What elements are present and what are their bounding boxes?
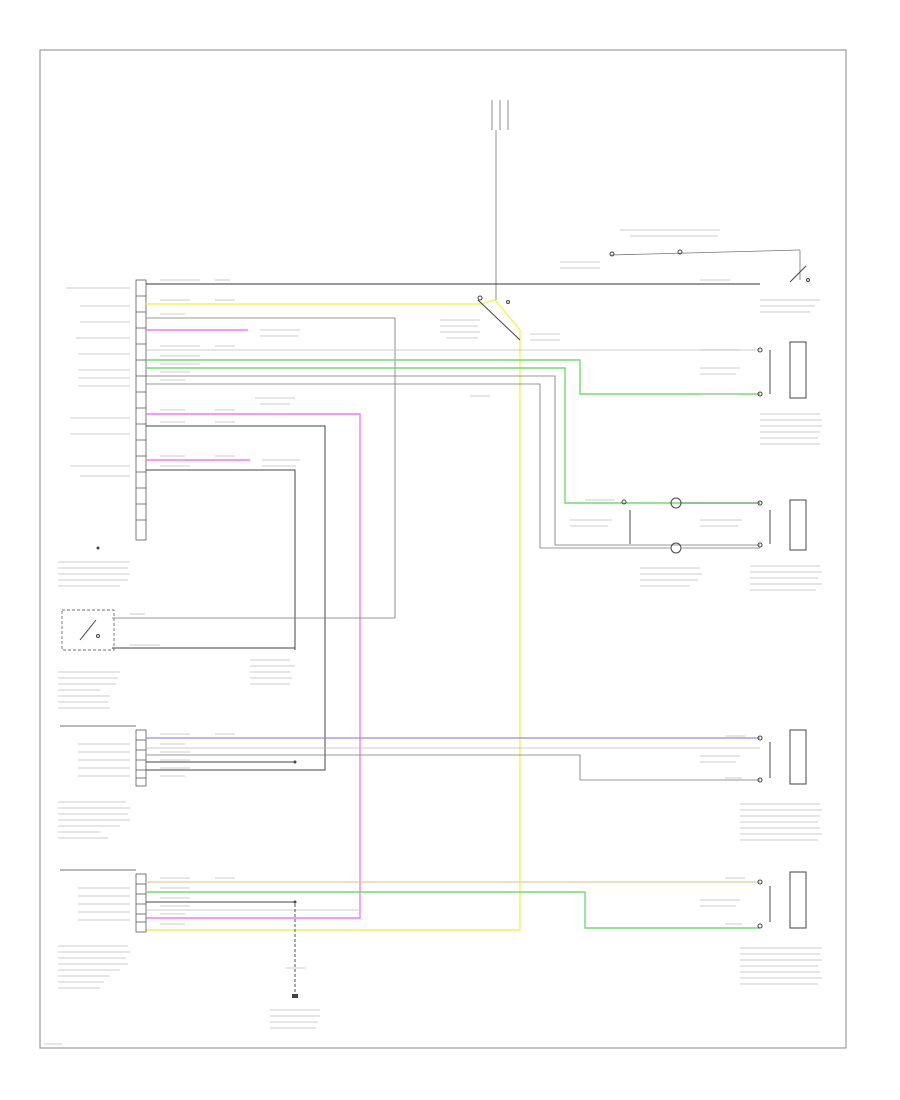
rf-gray-wire-2 bbox=[146, 754, 760, 781]
black-wire-2 bbox=[146, 425, 326, 771]
green-wire-1 bbox=[146, 359, 760, 395]
pink-wire-2 bbox=[146, 413, 361, 919]
door-lock-switch bbox=[58, 540, 396, 709]
lf-module-connector bbox=[60, 869, 147, 933]
green-wire-2 bbox=[146, 367, 760, 504]
right-front-actuator bbox=[700, 341, 822, 445]
rf-module-title bbox=[58, 801, 130, 839]
ground bbox=[270, 904, 320, 1029]
diagram-frame bbox=[39, 49, 847, 1049]
rf-actuator bbox=[700, 729, 822, 841]
gray-wire-2 bbox=[146, 375, 760, 546]
green-wire-lf bbox=[146, 891, 760, 929]
black-wire-3 bbox=[146, 469, 296, 650]
lf-module-title bbox=[58, 945, 130, 989]
left-pin-labels bbox=[66, 287, 130, 477]
left-module-title bbox=[58, 546, 130, 587]
right-rear-actuator bbox=[570, 497, 822, 591]
fuse-block-top bbox=[491, 100, 509, 130]
door-jamb-switch bbox=[609, 229, 810, 283]
gray-wire-3 bbox=[146, 383, 620, 549]
lf-actuator bbox=[700, 871, 822, 985]
main-connector bbox=[135, 279, 147, 541]
yellow-wire-top bbox=[146, 299, 521, 931]
rear-sensing-switch bbox=[440, 295, 560, 341]
gray-wire-1 bbox=[146, 317, 396, 540]
rf-module-connector bbox=[60, 725, 147, 787]
